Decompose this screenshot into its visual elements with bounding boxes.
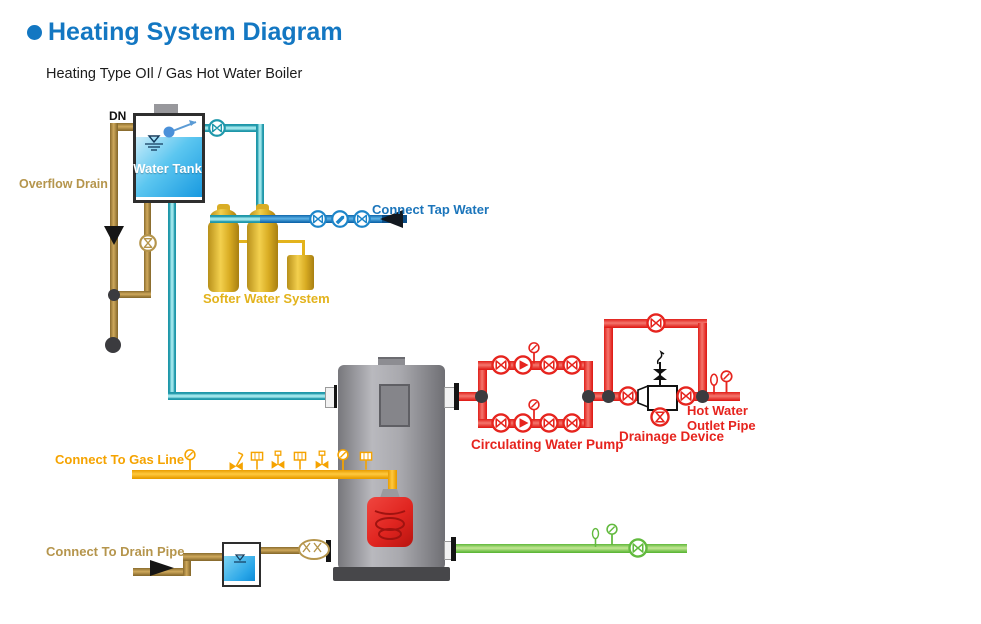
softener-tank [247, 221, 278, 292]
water-tank-water [136, 137, 202, 197]
junction-dot [475, 390, 488, 403]
tap-water-pipe [260, 215, 396, 223]
drain-valve-icon [138, 233, 158, 253]
softener-tank [208, 221, 239, 292]
boiler-outlet-flange-bar [454, 383, 459, 410]
softener-tank-cap [217, 204, 230, 212]
valve-icon [207, 118, 227, 138]
pressure-gauge-icon [719, 368, 734, 396]
gas-valve-icon [314, 448, 330, 472]
bullet-icon [27, 25, 42, 40]
tank-fill-pipe-horizontal [202, 124, 262, 132]
brine-drum [287, 255, 314, 290]
water-tank-label: Water Tank [133, 161, 202, 176]
hot-water-pipe-1 [459, 392, 486, 401]
hot-water-outlet-pipe-label-line1: Hot Water [687, 403, 748, 418]
page-subtitle: Heating Type OIl / Gas Hot Water Boiler [46, 66, 303, 82]
valve-icon [617, 385, 639, 407]
valve-icon [490, 354, 512, 376]
junction-dot [582, 390, 595, 403]
thermometer-icon [590, 527, 601, 548]
pump-loop-top-branch [478, 361, 593, 370]
valve-icon [308, 209, 328, 229]
float-valve-icon [163, 120, 197, 138]
softener-connector-line-v [302, 240, 305, 257]
relief-stem-icon [653, 369, 667, 380]
connect-tap-water-label: Connect Tap Water [372, 202, 490, 217]
hot-water-outlet-pipe-label-line2: Outlet Pipe [687, 418, 756, 433]
boiler-control-panel [379, 384, 410, 427]
circulating-water-pump-label: Circulating Water Pump [471, 437, 624, 452]
flexible-joint-icon [298, 539, 330, 560]
boiler-chimney [378, 357, 405, 368]
valve-icon [352, 209, 372, 229]
overflow-drain-label: Overflow Drain [19, 177, 108, 191]
junction-dot [602, 390, 615, 403]
water-level-icon [145, 135, 163, 151]
gas-valve-icon [270, 448, 286, 472]
boiler-feed-pipe-vertical [168, 200, 176, 396]
connect-to-gas-line-label: Connect To Gas Line [55, 452, 185, 467]
flow-arrow-icon [104, 226, 124, 245]
gas-pipe-horizontal [132, 470, 393, 479]
boiler-feed-flange-bar [334, 385, 337, 408]
check-valve-icon [330, 209, 350, 229]
pressure-gauge-icon [336, 447, 350, 473]
connect-to-drain-pipe-label: Connect To Drain Pipe [46, 544, 185, 559]
burner-funnel [380, 489, 400, 498]
drain-top-pipe [183, 553, 224, 561]
flexible-joint-cross [302, 542, 322, 553]
pump-loop-bottom-branch [478, 419, 593, 428]
pipe-end-cap [105, 337, 121, 353]
boiler-return-flange-bar [451, 537, 456, 561]
dn-label: DN [109, 109, 127, 123]
valve-icon [561, 354, 583, 376]
safety-valve-icon [227, 449, 247, 472]
page-title: Heating System Diagram [48, 18, 343, 46]
water-level-icon [234, 554, 246, 563]
junction-dot [108, 289, 120, 301]
relief-curl-icon [656, 350, 665, 365]
solenoid-valve-icon [292, 447, 308, 473]
bypass-right-riser [698, 323, 707, 396]
softener-header-pipe [210, 215, 260, 223]
drain-riser [183, 553, 191, 576]
softener-tank-cap [256, 204, 269, 212]
solenoid-valve-icon [358, 447, 374, 473]
overflow-pipe-tank-nub [110, 123, 135, 131]
bypass-left-riser [604, 323, 613, 396]
boiler-feed-pipe-horizontal [168, 392, 328, 400]
gas-pipe-drop [388, 470, 397, 498]
flow-arrow-icon [150, 560, 174, 576]
junction-dot [696, 390, 709, 403]
valve-icon [538, 354, 560, 376]
pressure-gauge-icon [605, 521, 619, 548]
solenoid-valve-icon [249, 447, 265, 473]
pressure-gauge-icon [183, 447, 197, 473]
valve-icon [561, 412, 583, 434]
boiler-base [333, 567, 450, 581]
valve-icon [490, 412, 512, 434]
burner-coil [374, 510, 406, 540]
fill-riser-vertical [256, 124, 264, 222]
flow-arrow-icon [380, 210, 403, 228]
return-water-pipe [456, 544, 687, 553]
tank-drain-pipe-join [114, 291, 151, 298]
softer-water-system-label: Softer Water System [203, 291, 330, 306]
valve-icon [645, 312, 667, 334]
drain-valve-icon [649, 406, 671, 428]
valve-icon [538, 412, 560, 434]
seal-outlet-pipe [257, 547, 302, 554]
valve-icon [627, 537, 649, 559]
drainage-device-label: Drainage Device [619, 429, 725, 444]
